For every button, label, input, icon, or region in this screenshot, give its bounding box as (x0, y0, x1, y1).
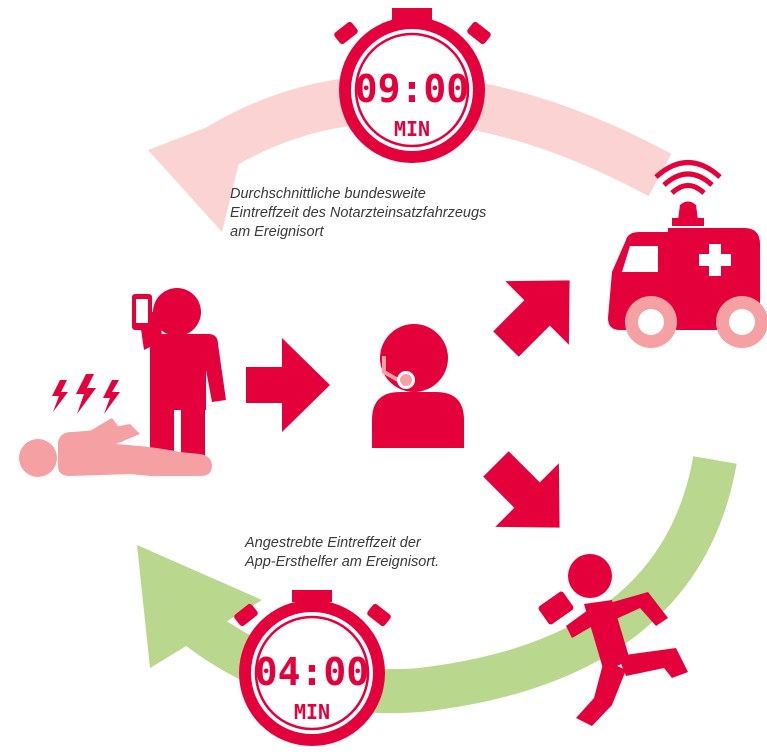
headset-operator-icon (372, 324, 464, 448)
arrow-down-right-icon (483, 451, 560, 528)
timer-unit: MIN (394, 117, 430, 141)
person-with-phone-icon (132, 288, 226, 473)
lightning-icon (52, 374, 120, 414)
arrow-right-icon (246, 338, 330, 432)
ambulance-icon (608, 160, 767, 348)
timer-time: 04:00 (255, 650, 369, 694)
caption-line: Angestrebte Eintreffzeit der (245, 535, 421, 551)
stopwatch-icon: 04:00 MIN (234, 590, 391, 746)
caption-line: Durchschnittliche bundesweite (230, 186, 426, 202)
stopwatch-icon: 09:00 MIN (334, 8, 491, 163)
arrow-up-right-icon (493, 280, 570, 357)
timer-time: 09:00 (355, 67, 469, 111)
app-helper-arrival-caption: Angestrebte Eintreffzeit der App-Ersthel… (245, 534, 439, 572)
ambulance-arrival-caption: Durchschnittliche bundesweite Eintreffze… (230, 185, 486, 242)
caption-line: App-Ersthelfer am Ereignisort. (245, 554, 440, 570)
caption-line: am Ereignisort (230, 224, 324, 240)
timer-unit: MIN (294, 700, 330, 724)
caption-line: Eintreffzeit des Notarzteinsatzfahrzeugs (230, 205, 487, 221)
running-person-with-phone-icon (538, 554, 688, 726)
lying-person-icon (19, 418, 212, 477)
